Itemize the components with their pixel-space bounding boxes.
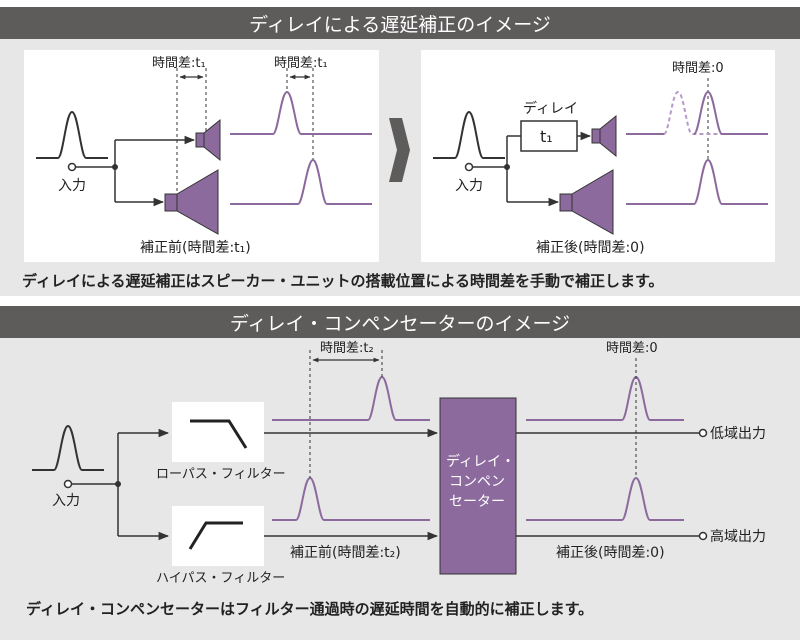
tweeter-output-wave-right: [626, 90, 768, 135]
woofer-speaker-right: [559, 169, 614, 235]
bottom-low-wave-before: [272, 375, 430, 421]
top-section-title: ディレイによる遅延補正のイメージ: [0, 7, 800, 39]
low-output-label: 低域出力: [710, 426, 766, 442]
compensator-line-3: セーター: [449, 494, 505, 510]
bottom-before-caption: 補正前(時間差:t₂): [290, 544, 401, 561]
bottom-panel-background: [0, 338, 800, 640]
tweeter-output-wave: [230, 90, 372, 135]
top-right-panel: 入力 ディレイ t₁ 時間差:0 補正後(時間差:0): [421, 50, 775, 262]
input-label: 入力: [58, 178, 86, 194]
input-label-right: 入力: [455, 178, 483, 194]
compensator-line-2: コンペン: [449, 474, 505, 490]
tweeter-speaker-right: [591, 114, 617, 158]
dt-label-2: 時間差:t₁: [274, 56, 328, 71]
top-description: ディレイによる遅延補正はスピーカー・ユニットの搭載位置による時間差を手動で補正し…: [22, 272, 664, 290]
input-terminal: [67, 162, 77, 172]
woofer-output-wave: [230, 158, 372, 205]
before-caption: 補正前(時間差:t₁): [140, 239, 251, 256]
input-pulse: [36, 110, 108, 159]
top-left-panel: 入力 時間差:t₁ 時間差:t₁ 補正前(時間差:t₁): [24, 50, 379, 262]
delay-compensator-block: [439, 397, 517, 575]
after-caption-top: 補正後(時間差:0): [536, 240, 645, 256]
bottom-description: ディレイ・コンペンセーターはフィルター通過時の遅延時間を自動的に補正します。: [26, 600, 594, 618]
dt-label-1: 時間差:t₁: [152, 56, 206, 71]
bottom-low-wave-after: [526, 375, 684, 421]
dt-label-right: 時間差:0: [672, 61, 724, 76]
transition-arrow: [389, 118, 410, 182]
bottom-input-pulse: [32, 424, 104, 471]
lowpass-label: ローパス・フィルター: [156, 467, 286, 482]
bottom-diagram: 入力 ローパス・フィルター ハイパス・フィルター 時間差:t₂ ディレ: [32, 341, 766, 586]
bottom-dt-before: 時間差:t₂: [320, 341, 374, 356]
woofer-speaker: [164, 169, 219, 235]
low-output-terminal: [698, 428, 708, 438]
bottom-high-wave-after: [526, 476, 684, 521]
high-output-label: 高域出力: [710, 528, 766, 545]
bottom-high-wave-before: [272, 476, 430, 521]
delay-label: ディレイ: [523, 100, 578, 117]
input-pulse-right: [433, 110, 505, 159]
bottom-after-caption: 補正後(時間差:0): [556, 545, 665, 561]
woofer-output-wave-right: [626, 158, 768, 205]
bottom-section-title: ディレイ・コンペンセーターのイメージ: [0, 306, 800, 338]
compensator-line-1: ディレイ・: [446, 453, 515, 470]
highpass-label: ハイパス・フィルター: [156, 571, 285, 586]
delay-box-text: t₁: [540, 127, 553, 146]
highpass-filter: [172, 506, 264, 566]
tweeter-speaker: [195, 118, 221, 162]
bottom-dt-after: 時間差:0: [606, 341, 658, 356]
high-output-terminal: [698, 531, 708, 541]
lowpass-filter: [172, 402, 264, 462]
original-pulse-dashed: [663, 90, 730, 135]
bottom-input-label: 入力: [52, 493, 80, 509]
